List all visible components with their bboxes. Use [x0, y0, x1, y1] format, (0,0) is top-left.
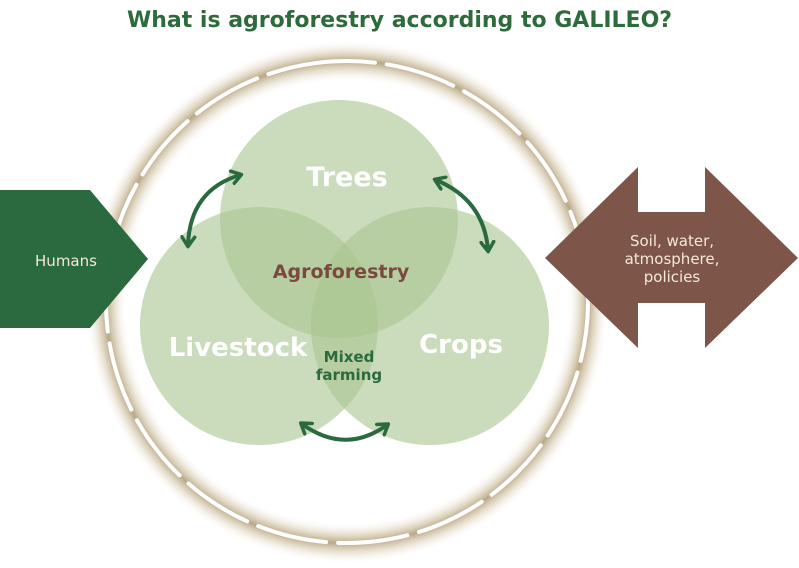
agroforestry-label: Agroforestry [273, 261, 410, 283]
livestock-circle [140, 207, 378, 445]
interaction-arrows [188, 175, 488, 442]
crops-label: Crops [419, 330, 503, 360]
livestock-label: Livestock [169, 333, 308, 363]
mixed-farming-label-line1: Mixed [324, 348, 375, 366]
trees-label: Trees [306, 162, 387, 193]
trees-livestock-arrow [188, 175, 240, 245]
humans-label: Humans [35, 252, 97, 270]
crops-circle [311, 207, 549, 445]
environment-double-arrow: Soil, water, atmosphere, policies [545, 167, 798, 348]
environment-label-line1: Soil, water, [630, 232, 714, 250]
page-title: What is agroforestry according to GALILE… [126, 8, 673, 33]
humans-arrow: Humans [0, 190, 148, 328]
environment-label-line2: atmosphere, [625, 250, 720, 268]
livestock-crops-arrow [302, 424, 387, 442]
trees-crops-arrow [436, 180, 488, 250]
mixed-farming-label-line2: farming [316, 366, 382, 384]
environment-label-line3: policies [644, 268, 701, 286]
venn-circles [140, 100, 549, 445]
